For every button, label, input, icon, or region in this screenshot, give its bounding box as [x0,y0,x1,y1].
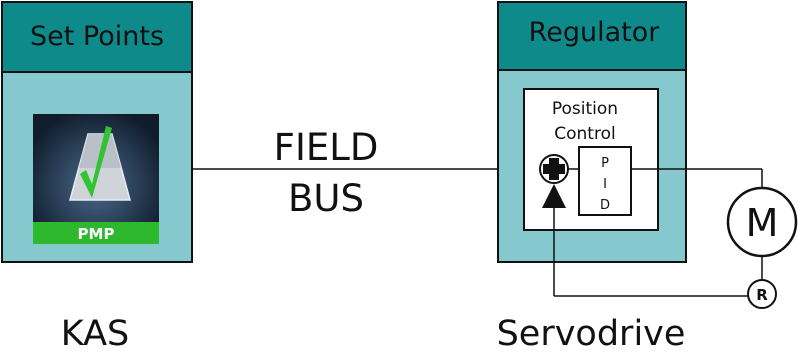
motor-label: M [746,201,779,245]
feedback-loop [542,184,748,297]
fieldbus-label-line2: BUS [288,177,364,220]
plus-icon [543,158,565,180]
position-control-label-line2: Control [554,124,615,144]
pid-letter-d: D [600,198,610,213]
resolver-icon [747,279,777,309]
pmp-icon-label: PMP [78,225,115,243]
summing-junction [539,154,569,184]
pid-box [578,146,632,216]
pid-letter-p: P [601,156,609,171]
setpoints-title: Set Points [30,21,164,52]
feedback-arrow-icon [542,184,566,208]
regulator-title: Regulator [529,17,661,48]
setpoints-header [1,1,193,73]
setpoints-block: Set Points PMP [1,1,193,263]
kas-caption: KAS [61,314,130,354]
position-control-label-line1: Position [552,99,618,119]
resolver-label: R [756,286,768,304]
regulator-header [497,1,687,71]
pid-letter-i: I [603,177,607,192]
pmp-logo-icon: PMP [33,114,159,244]
regulator-block: Regulator Position Control P I D [497,1,687,263]
fieldbus-connection: FIELD BUS [192,126,522,220]
fieldbus-label-line1: FIELD [274,126,379,169]
motor-connection: M R [631,168,798,309]
servodrive-caption: Servodrive [497,314,686,354]
